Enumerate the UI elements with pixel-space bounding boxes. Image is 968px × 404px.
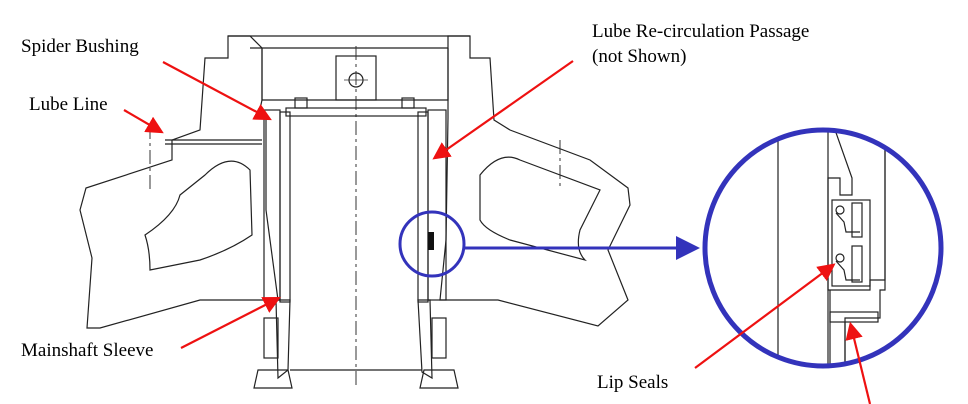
spider-bushing-right (417, 109, 447, 303)
lube-line-arrow (123, 109, 164, 134)
label-lube-line: Lube Line (29, 94, 108, 115)
spider-bushing-arrow (162, 61, 272, 121)
lube-recirc-arrow (432, 60, 574, 160)
label-mainshaft-sleeve: Mainshaft Sleeve (21, 340, 154, 361)
label-lip-seals: Lip Seals (597, 372, 669, 393)
mainshaft-sleeve-right (290, 299, 459, 389)
spider-bushing-left (263, 109, 291, 303)
lip-seals-arrow (694, 263, 836, 369)
mainshaft-sleeve-left (253, 299, 293, 389)
spider-right-arm (439, 35, 631, 327)
lube-line-pipe (165, 139, 262, 145)
detail-view (705, 130, 941, 366)
label-spider-bushing: Spider Bushing (21, 36, 139, 57)
mainshaft-sleeve-arrow (180, 296, 281, 349)
label-lube-recirc-line2: (not Shown) (592, 46, 687, 67)
bottom-seal-arrow (845, 321, 872, 404)
label-lube-recirc-line1: Lube Re-circulation Passage (592, 21, 810, 42)
callout-circle (398, 210, 466, 278)
detail-circle (702, 127, 944, 369)
lip-seal-location (428, 232, 434, 250)
spider-left-arm (79, 35, 279, 329)
